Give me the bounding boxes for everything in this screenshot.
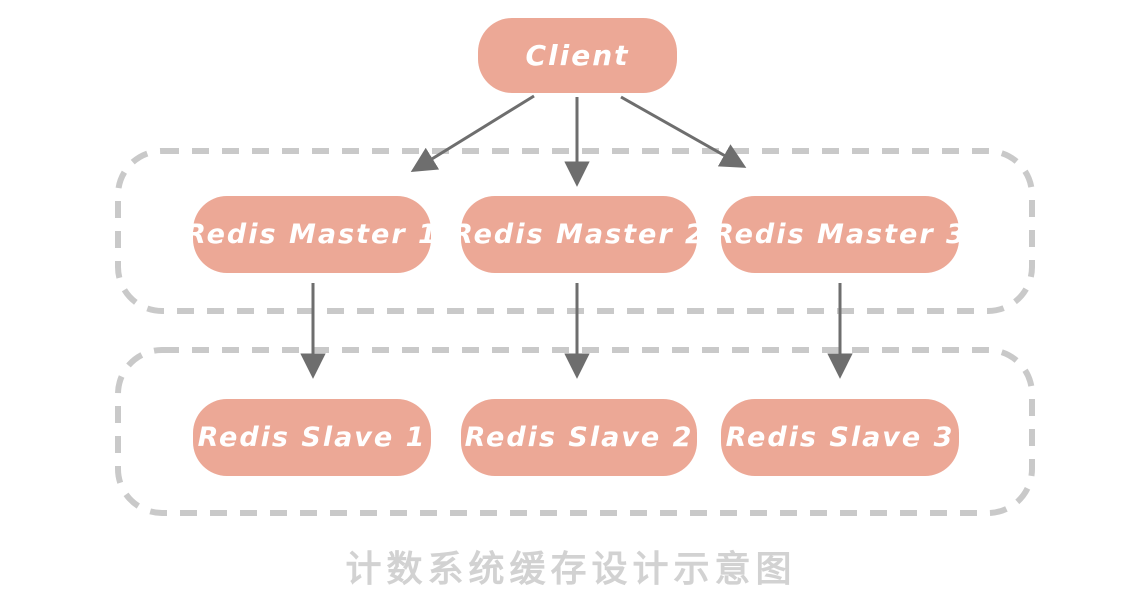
redis-slave-3-node: Redis Slave 3 [721, 399, 959, 476]
redis-master-1-label: Redis Master 1 [185, 219, 439, 250]
redis-master-2-label: Redis Master 2 [452, 219, 706, 250]
redis-slave-3-label: Redis Slave 3 [725, 422, 955, 453]
diagram-caption: 计数系统缓存设计示意图 [345, 549, 797, 590]
redis-slave-2-label: Redis Slave 2 [464, 422, 694, 453]
master-group-dashed-container [115, 148, 1035, 314]
redis-slave-2-node: Redis Slave 2 [461, 399, 697, 476]
redis-master-3-node: Redis Master 3 [713, 196, 965, 273]
redis-slave-1-label: Redis Slave 1 [197, 422, 427, 453]
arrow-client-to-master-1 [410, 94, 535, 173]
redis-master-1-node: Redis Master 1 [185, 196, 437, 273]
client-node-label: Client [525, 39, 630, 72]
redis-master-3-label: Redis Master 3 [713, 219, 967, 250]
client-node: Client [478, 18, 677, 93]
slave-group-dashed-container [115, 347, 1035, 516]
arrow-client-to-master-3 [620, 95, 747, 168]
redis-slave-1-node: Redis Slave 1 [193, 399, 431, 476]
redis-master-2-node: Redis Master 2 [452, 196, 704, 273]
